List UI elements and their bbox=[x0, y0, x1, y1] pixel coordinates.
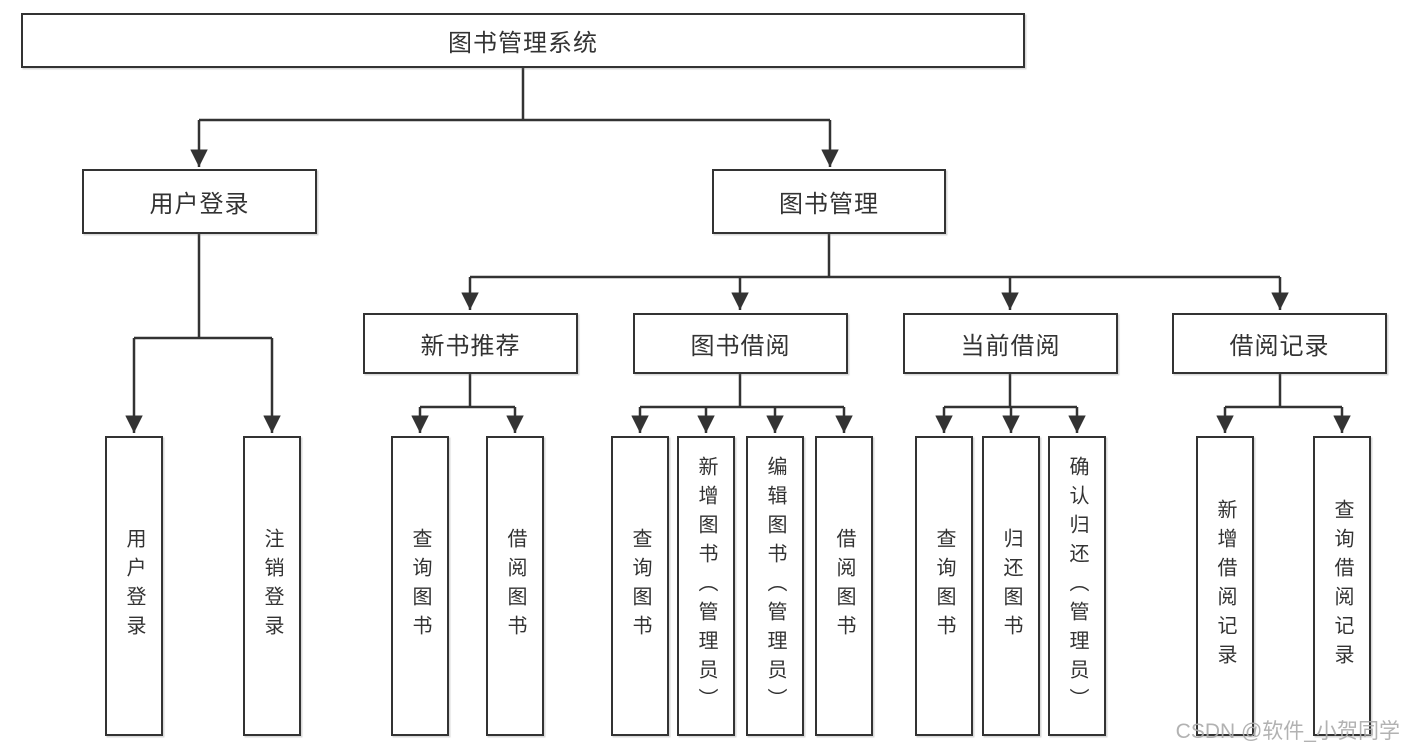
node-user-login-label: 用户登录 bbox=[149, 191, 250, 218]
node-book-borrowing-label: 图书借阅 bbox=[690, 333, 791, 360]
leaf-borrow-books-recommend-label: 借阅图书 bbox=[504, 528, 526, 644]
leaf-add-books-admin-label: 新增图书（管理员） bbox=[695, 455, 717, 717]
node-book-borrowing: 图书借阅 bbox=[633, 313, 848, 374]
node-root: 图书管理系统 bbox=[21, 13, 1025, 68]
leaf-query-books-recommend-label: 查询图书 bbox=[409, 528, 431, 644]
leaf-confirm-return-admin: 确认归还（管理员） bbox=[1048, 436, 1106, 736]
node-current-borrowing-label: 当前借阅 bbox=[960, 333, 1061, 360]
leaf-logout-label: 注销登录 bbox=[261, 528, 283, 644]
leaf-add-borrow-record: 新增借阅记录 bbox=[1196, 436, 1254, 736]
leaf-confirm-return-admin-label: 确认归还（管理员） bbox=[1066, 455, 1088, 717]
leaf-query-books-current: 查询图书 bbox=[915, 436, 973, 736]
node-book-management: 图书管理 bbox=[712, 169, 946, 234]
leaf-query-books-borrowing-label: 查询图书 bbox=[629, 528, 651, 644]
node-user-login: 用户登录 bbox=[82, 169, 317, 234]
leaf-user-login: 用户登录 bbox=[105, 436, 163, 736]
node-borrowing-records: 借阅记录 bbox=[1172, 313, 1387, 374]
leaf-borrow-books-recommend: 借阅图书 bbox=[486, 436, 544, 736]
leaf-edit-books-admin-label: 编辑图书（管理员） bbox=[764, 455, 786, 717]
leaf-query-books-recommend: 查询图书 bbox=[391, 436, 449, 736]
leaf-query-books-borrowing: 查询图书 bbox=[611, 436, 669, 736]
leaf-borrow-books-borrowing: 借阅图书 bbox=[815, 436, 873, 736]
node-new-book-recommendation-label: 新书推荐 bbox=[420, 333, 521, 360]
leaf-query-borrow-record-label: 查询借阅记录 bbox=[1331, 499, 1353, 673]
node-root-label: 图书管理系统 bbox=[448, 30, 598, 57]
node-current-borrowing: 当前借阅 bbox=[903, 313, 1118, 374]
leaf-borrow-books-borrowing-label: 借阅图书 bbox=[833, 528, 855, 644]
leaf-return-books: 归还图书 bbox=[982, 436, 1040, 736]
node-new-book-recommendation: 新书推荐 bbox=[363, 313, 578, 374]
node-book-management-label: 图书管理 bbox=[779, 191, 879, 218]
leaf-edit-books-admin: 编辑图书（管理员） bbox=[746, 436, 804, 736]
leaf-return-books-label: 归还图书 bbox=[1000, 528, 1022, 644]
node-borrowing-records-label: 借阅记录 bbox=[1229, 333, 1330, 360]
leaf-query-books-current-label: 查询图书 bbox=[933, 528, 955, 644]
leaf-add-books-admin: 新增图书（管理员） bbox=[677, 436, 735, 736]
leaf-logout: 注销登录 bbox=[243, 436, 301, 736]
leaf-query-borrow-record: 查询借阅记录 bbox=[1313, 436, 1371, 736]
leaf-add-borrow-record-label: 新增借阅记录 bbox=[1214, 499, 1236, 673]
csdn-watermark: CSDN @软件_小贺同学 bbox=[1175, 720, 1400, 743]
leaf-user-login-label: 用户登录 bbox=[123, 528, 145, 644]
